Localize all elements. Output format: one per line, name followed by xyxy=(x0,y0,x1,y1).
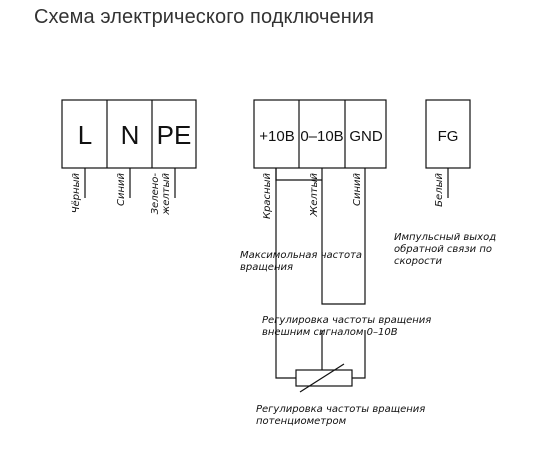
pot-lead-left xyxy=(275,212,296,379)
note-pulse-2: обратной связи по xyxy=(394,243,492,255)
wire-label-black: Чёрный xyxy=(71,173,82,214)
jumper-max-speed xyxy=(275,168,322,181)
wire-label-green-yellow-1: Зелено- xyxy=(150,173,161,215)
terminal-block-power xyxy=(61,99,197,169)
wire-label-blue-control: Синий xyxy=(352,173,363,207)
potentiometer xyxy=(295,369,353,387)
note-external-signal-2: внешним сигналом 0–10В xyxy=(262,327,398,338)
note-external-signal-1: Регулировка частоты вращения xyxy=(262,315,431,326)
terminal-label-gnd: GND xyxy=(349,128,383,145)
terminal-label-l: L xyxy=(78,120,92,150)
terminal-label-plus10v: +10В xyxy=(259,128,294,145)
wire-label-green-yellow-2: желтый xyxy=(161,173,172,216)
terminal-label-signal: 0–10В xyxy=(300,128,343,145)
note-max-speed-2: вращения xyxy=(240,262,293,273)
note-max-speed-1: Максимольная частота xyxy=(240,250,362,261)
terminal-label-pe: PE xyxy=(157,120,192,150)
pot-lead-right xyxy=(352,330,366,379)
wire-label-blue-power: Синий xyxy=(116,173,127,207)
wire-label-red: Красный xyxy=(262,173,273,220)
page-title: Схема электрического подключения xyxy=(34,6,375,28)
note-potentiometer-1: Регулировка частоты вращения xyxy=(256,404,425,415)
terminal-label-fg: FG xyxy=(438,128,459,145)
wire-label-white: Белый xyxy=(434,173,445,207)
terminal-label-n: N xyxy=(121,120,140,150)
potentiometer-arrow xyxy=(299,363,345,393)
bracket-external-signal xyxy=(321,302,366,305)
terminal-block-control xyxy=(253,99,387,169)
wire-label-yellow: Желтый xyxy=(309,173,320,218)
note-pulse-3: скорости xyxy=(394,256,442,267)
note-pulse-1: Импульсный выход xyxy=(394,232,496,243)
note-potentiometer-2: потенциометром xyxy=(256,416,347,427)
